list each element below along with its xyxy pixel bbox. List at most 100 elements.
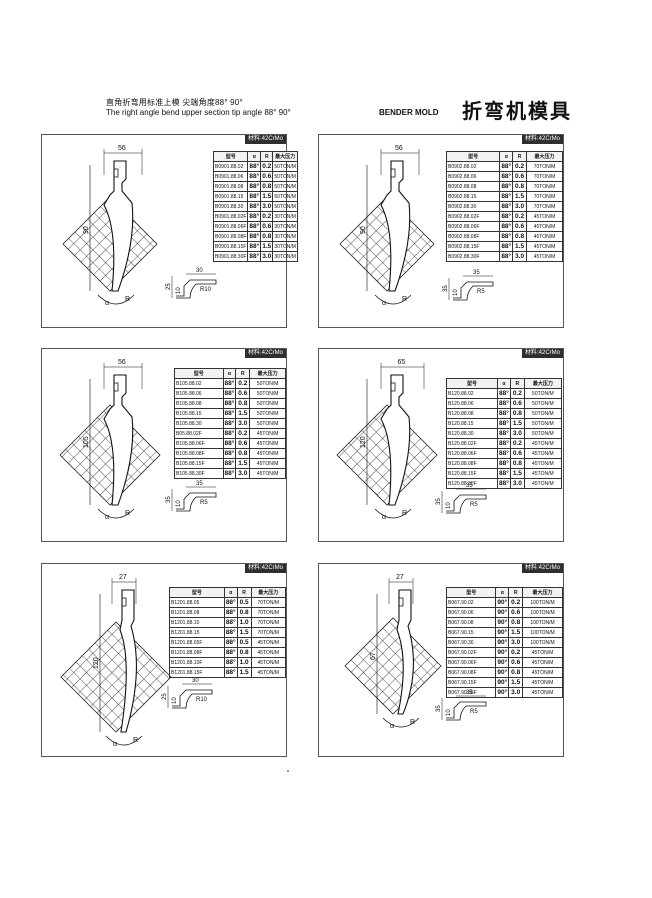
radius-cell: 1.5 (235, 408, 251, 419)
column-model: 型号 (174, 368, 224, 379)
model-cell: B105.88.15F (174, 458, 224, 469)
model-cell: B1201.88.08F (169, 647, 225, 658)
model-cell: B0902.88.15 (445, 191, 501, 202)
column-model: 型号 (445, 151, 501, 162)
pressure-cell: 50TON/M (249, 418, 286, 429)
alpha-cell: 88° (499, 181, 514, 192)
radius-cell: 0.8 (260, 231, 274, 242)
radius-cell: 0.8 (512, 181, 527, 192)
pressure-cell: 30TON/M (272, 211, 298, 222)
radius-cell: 0.2 (260, 161, 274, 172)
pressure-cell: 70TON/M (525, 161, 564, 172)
alpha-cell: 88° (222, 398, 237, 409)
pressure-cell: 45TON/M (249, 428, 286, 439)
top-dim-label: 56 (118, 359, 126, 366)
alpha-cell: 90° (495, 647, 510, 658)
pressure-cell: 70TON/M (250, 617, 287, 628)
pressure-cell: 45TON/M (249, 458, 286, 469)
pressure-cell: 45TON/M (525, 251, 564, 262)
model-cell: B105.88.06F (174, 438, 224, 449)
radius-cell: 1.5 (260, 241, 274, 252)
model-cell: B0902.88.06 (445, 171, 501, 182)
height-dim-label: 90 (360, 226, 367, 234)
alpha-cell: 90° (495, 607, 510, 618)
profile-width-label: 35 (473, 270, 480, 276)
radius-cell: 1.0 (236, 657, 252, 668)
pressure-cell: 45TON/M (523, 458, 562, 469)
radius-cell: 0.2 (512, 211, 527, 222)
pressure-cell: 45TON/M (250, 667, 287, 678)
alpha-cell: 88° (497, 468, 511, 479)
header-english-line: The right angle bend upper section tip a… (106, 108, 291, 117)
tang-notch (114, 168, 119, 178)
column-model: 型号 (446, 378, 498, 389)
profile-radius-label: R5 (200, 500, 208, 506)
tang-notch (399, 597, 404, 607)
model-cell: B0902.88.15F (445, 241, 501, 252)
alpha-cell: 90° (495, 677, 510, 688)
radius-cell: 1.5 (508, 677, 524, 688)
radius-cell: 3.0 (509, 428, 525, 439)
pressure-cell: 45TON/M (523, 478, 562, 489)
radius-cell: 0.8 (236, 647, 252, 658)
alpha-cell: 88° (499, 221, 514, 232)
pressure-cell: 45TON/M (522, 647, 563, 658)
pressure-cell: 50TON/M (523, 408, 562, 419)
alpha-cell: 88° (497, 408, 511, 419)
top-dim-label: 27 (396, 574, 404, 581)
model-cell: B105.88.08 (174, 398, 224, 409)
column-alpha: α (247, 151, 262, 162)
column-radius: R (509, 378, 525, 389)
column-model: 型号 (445, 587, 497, 598)
profile-height-label: 35 (166, 496, 172, 503)
top-dim-label: 56 (118, 145, 126, 152)
profile-height-label: 35 (443, 285, 449, 292)
alpha-cell: 88° (222, 378, 237, 389)
radius-cell: 1.5 (235, 458, 251, 469)
pressure-cell: 45TON/M (523, 448, 562, 459)
radius-cell: 3.0 (235, 468, 251, 479)
model-cell: B0901.88.15F (212, 241, 249, 252)
pressure-cell: 70TON/M (525, 171, 564, 182)
model-cell: B1201.88.10F (169, 657, 225, 668)
radius-cell: 0.2 (260, 211, 274, 222)
mold-profile (119, 589, 137, 733)
top-dim-label: 65 (398, 359, 406, 366)
alpha-label: α (113, 741, 117, 748)
alpha-cell: 90° (495, 627, 510, 638)
column-model: 型号 (212, 151, 249, 162)
pressure-cell: 70TON/M (250, 597, 287, 608)
alpha-cell: 88° (497, 458, 511, 469)
pressure-cell: 70TON/M (250, 607, 287, 618)
radius-cell: 0.8 (509, 458, 525, 469)
pressure-cell: 45TON/M (522, 677, 563, 688)
alpha-cell: 90° (495, 687, 510, 698)
alpha-cell: 90° (495, 657, 510, 668)
column-model: 型号 (169, 587, 225, 598)
material-badge: 材料:42CrMo (244, 135, 286, 144)
profile-width-label: 35 (196, 481, 203, 487)
alpha-cell: 88° (222, 408, 237, 419)
radius-cell: 1.5 (512, 191, 527, 202)
model-cell: B0902.88.02F (445, 211, 501, 222)
